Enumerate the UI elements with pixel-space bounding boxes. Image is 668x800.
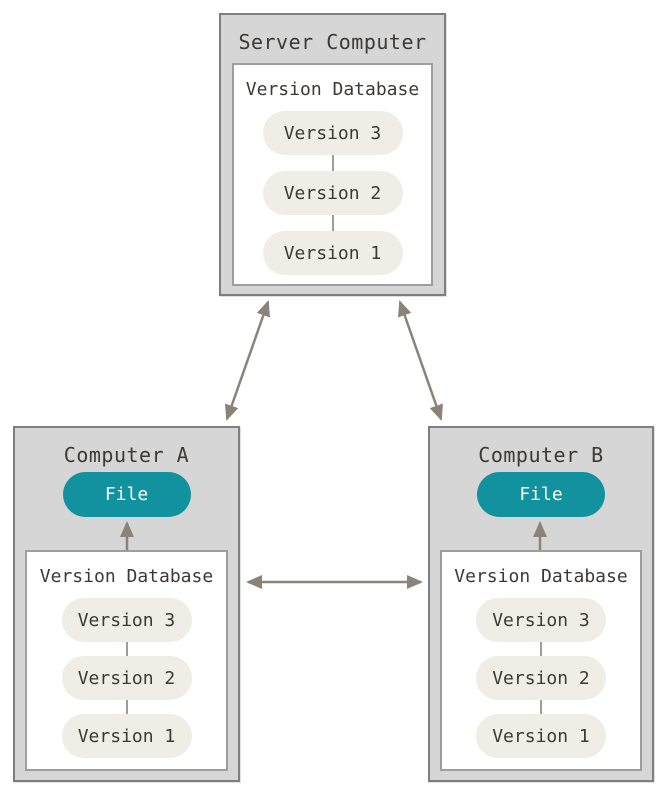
version-connector-line (125, 642, 128, 656)
server-version-database-box: Version Database Version 3 Version 2 Ver… (232, 63, 433, 286)
computer-a-version-database-box: Version Database Version 3 Version 2 Ver… (25, 550, 228, 771)
computer-b-box: Computer B File Version Database Version… (428, 426, 654, 782)
version-connector-line (125, 700, 128, 714)
server-version-1-pill: Version 1 (262, 231, 403, 275)
server-version-database-label: Version Database (245, 79, 420, 100)
computer-a-box: Computer A File Version Database Version… (13, 426, 240, 782)
computer-b-version-database-box: Version Database Version 3 Version 2 Ver… (440, 550, 642, 771)
version-connector-line (540, 700, 542, 714)
server-computer-box: Server Computer Version Database Version… (219, 13, 446, 296)
computer-a-version-2-pill: Version 2 (61, 656, 192, 700)
server-computer-title: Server Computer (238, 30, 427, 54)
arrow-server-to-computer-a (225, 300, 270, 421)
computer-a-version-3-pill: Version 3 (61, 598, 192, 642)
computer-b-version-database-label: Version Database (454, 566, 628, 587)
computer-a-title: Computer A (63, 443, 190, 467)
version-connector-line (540, 642, 542, 656)
server-version-3-pill: Version 3 (262, 111, 403, 155)
computer-b-file-pill: File (477, 472, 605, 517)
computer-a-version-1-pill: Version 1 (61, 714, 192, 758)
computer-a-file-pill: File (62, 472, 191, 517)
computer-a-version-database-label: Version Database (39, 566, 214, 587)
version-connector-line (331, 155, 334, 171)
computer-b-version-2-pill: Version 2 (476, 656, 606, 700)
arrow-server-to-computer-b (398, 300, 443, 421)
computer-b-title: Computer B (478, 443, 604, 467)
computer-b-version-1-pill: Version 1 (476, 714, 606, 758)
computer-b-version-3-pill: Version 3 (476, 598, 606, 642)
version-connector-line (331, 215, 334, 231)
server-version-2-pill: Version 2 (262, 171, 403, 215)
